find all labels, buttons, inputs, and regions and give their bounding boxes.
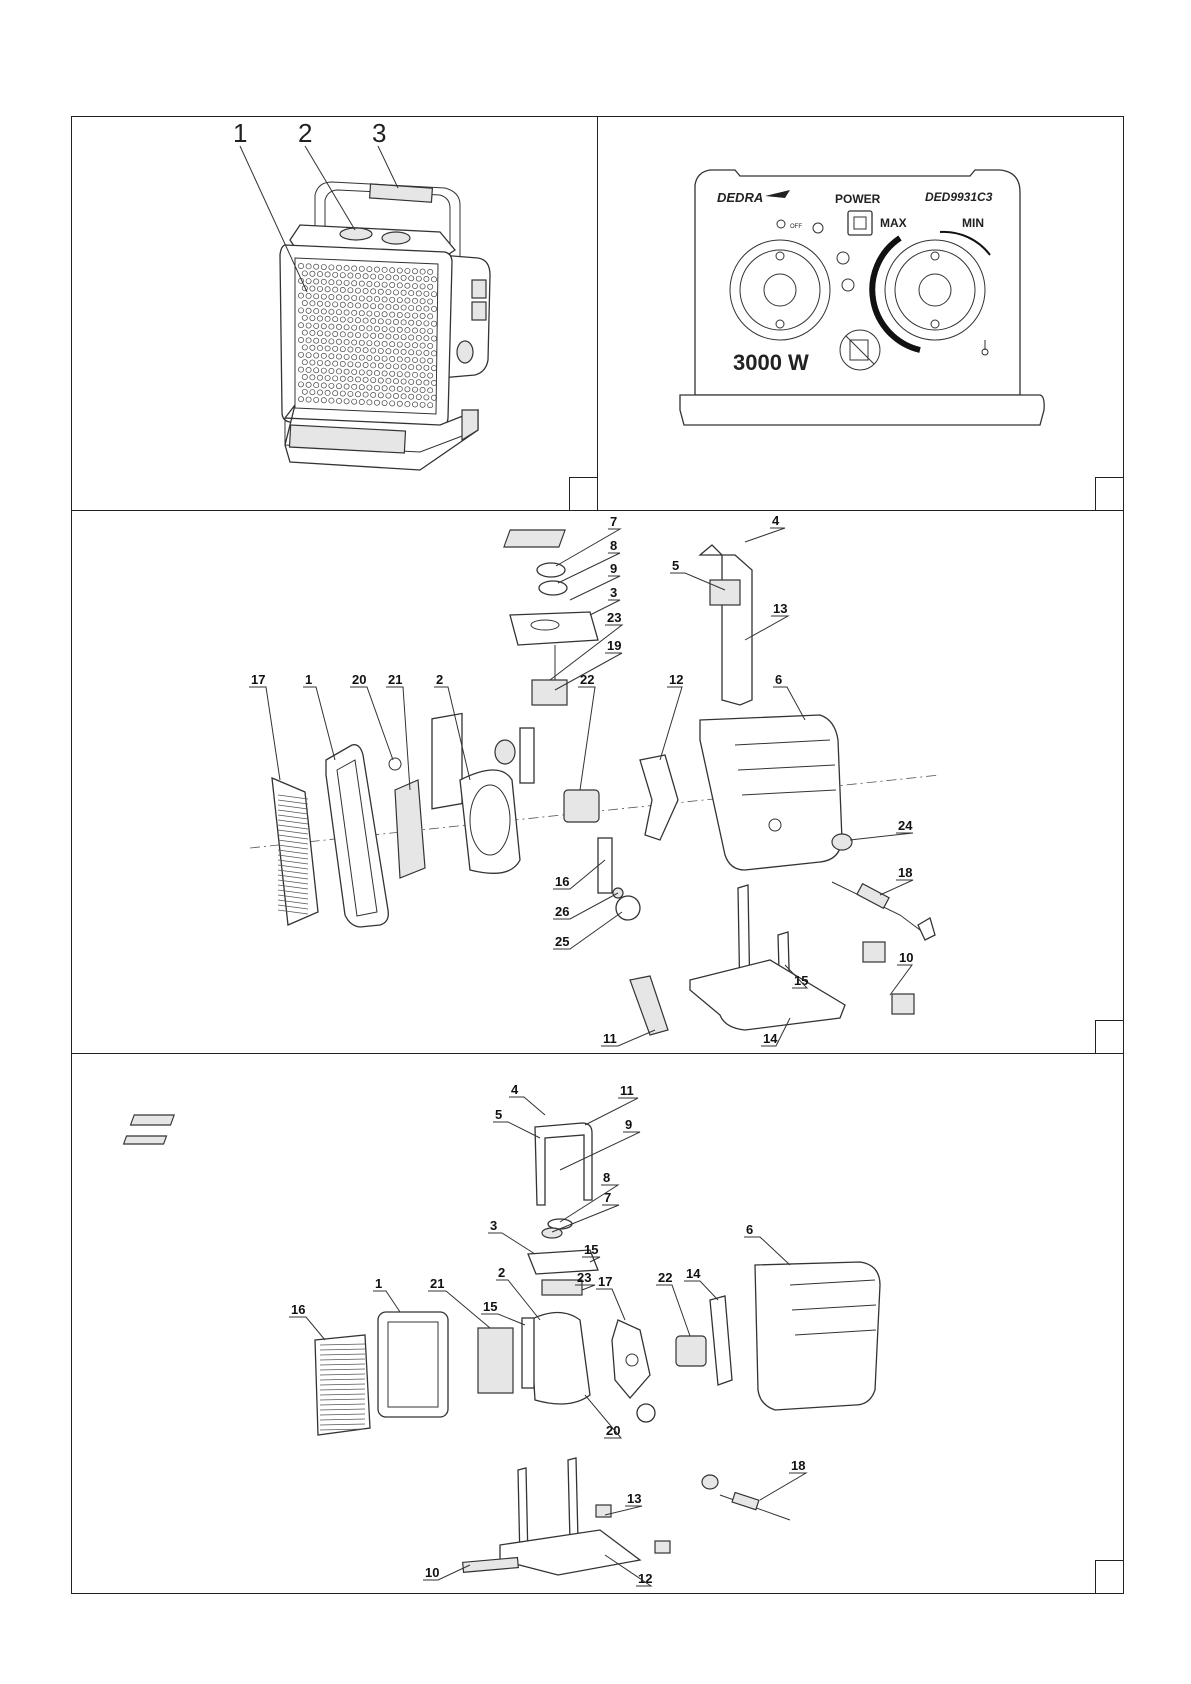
callout-14: 14 bbox=[686, 1266, 701, 1281]
callout-18: 18 bbox=[898, 865, 912, 880]
callout-1: 1 bbox=[233, 118, 247, 148]
callout-3: 3 bbox=[372, 118, 386, 148]
heater-illustration bbox=[280, 182, 490, 470]
callout-21: 21 bbox=[388, 672, 402, 687]
callout-1: 1 bbox=[305, 672, 312, 687]
brand-logo: DEDRA bbox=[717, 190, 763, 205]
callout-4: 4 bbox=[511, 1082, 519, 1097]
callout-13: 13 bbox=[627, 1491, 641, 1506]
callout-20: 20 bbox=[606, 1423, 620, 1438]
power-label: POWER bbox=[835, 192, 881, 206]
callout-15: 15 bbox=[483, 1299, 497, 1314]
callout-11: 11 bbox=[603, 1031, 617, 1046]
callout-9: 9 bbox=[625, 1117, 632, 1132]
callout-2: 2 bbox=[498, 1265, 505, 1280]
callout-23: 23 bbox=[607, 610, 621, 625]
callout-18: 18 bbox=[791, 1458, 805, 1473]
off-label: OFF bbox=[790, 224, 802, 230]
callout-10: 10 bbox=[425, 1565, 439, 1580]
exploded-parts-b bbox=[124, 1115, 880, 1575]
exploded-parts-a bbox=[250, 530, 940, 1035]
callout-15: 15 bbox=[794, 973, 808, 988]
callout-3: 3 bbox=[490, 1218, 497, 1233]
callout-11: 11 bbox=[620, 1083, 634, 1098]
callout-5: 5 bbox=[495, 1107, 502, 1122]
callout-8: 8 bbox=[603, 1170, 610, 1185]
callout-22: 22 bbox=[580, 672, 594, 687]
callout-1: 1 bbox=[375, 1276, 382, 1291]
callout-16: 16 bbox=[291, 1302, 305, 1317]
callout-9: 9 bbox=[610, 561, 617, 576]
callout-26: 26 bbox=[555, 904, 569, 919]
callout-7: 7 bbox=[604, 1190, 611, 1205]
power-switch bbox=[848, 211, 872, 235]
callout-23: 23 bbox=[577, 1270, 591, 1285]
callout-13: 13 bbox=[773, 601, 787, 616]
callout-14: 14 bbox=[763, 1031, 778, 1046]
callout-10: 10 bbox=[899, 950, 913, 965]
callout-2: 2 bbox=[436, 672, 443, 687]
callout-5: 5 bbox=[672, 558, 679, 573]
callout-4: 4 bbox=[772, 513, 780, 528]
callout-17: 17 bbox=[251, 672, 265, 687]
callout-19: 19 bbox=[607, 638, 621, 653]
callout-12: 12 bbox=[669, 672, 683, 687]
wattage-label: 3000 W bbox=[733, 350, 809, 375]
callout-25: 25 bbox=[555, 934, 569, 949]
callout-21: 21 bbox=[430, 1276, 444, 1291]
min-label: MIN bbox=[962, 216, 984, 230]
callout-7: 7 bbox=[610, 514, 617, 529]
callout-16: 16 bbox=[555, 874, 569, 889]
callout-2: 2 bbox=[298, 118, 312, 148]
model-label: DED9931C3 bbox=[925, 190, 993, 204]
callout-24: 24 bbox=[898, 818, 913, 833]
callout-17: 17 bbox=[598, 1274, 612, 1289]
callout-6: 6 bbox=[775, 672, 782, 687]
max-label: MAX bbox=[880, 216, 907, 230]
callout-22: 22 bbox=[658, 1270, 672, 1285]
callout-15: 15 bbox=[584, 1242, 598, 1257]
callout-8: 8 bbox=[610, 538, 617, 553]
callout-3: 3 bbox=[610, 585, 617, 600]
callout-20: 20 bbox=[352, 672, 366, 687]
control-panel: DEDRA POWER DED9931C3 OFF MAX MIN 30 bbox=[680, 170, 1044, 425]
callout-6: 6 bbox=[746, 1222, 753, 1237]
